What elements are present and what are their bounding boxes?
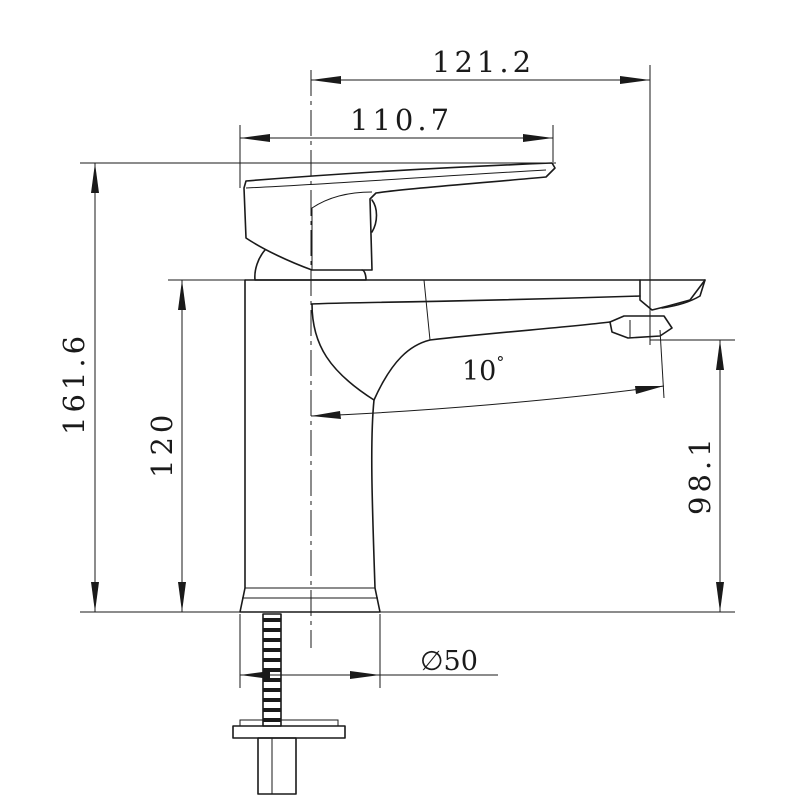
dimension-spout-angle: 10° [310, 353, 665, 419]
mounting-hardware [232, 613, 346, 795]
dimension-label-overall-reach: 121.2 [432, 45, 535, 79]
hose-connector [257, 737, 297, 795]
aerator-nozzle [609, 315, 673, 339]
dimension-label-overall-height: 161.6 [57, 332, 91, 435]
spout-angle-value: 10 [462, 356, 496, 387]
dimension-label-spout-angle: 10° [462, 353, 504, 387]
aerator [639, 279, 706, 311]
dimension-label-base-diameter: ∅50 [420, 646, 478, 677]
diameter-symbol: ∅ [420, 646, 444, 677]
dimension-body-height: 120 [145, 280, 186, 612]
base-diameter-value: 50 [444, 646, 478, 677]
dimension-label-outlet-height: 98.1 [683, 434, 717, 515]
faucet-outline [239, 162, 706, 613]
handle-lever [243, 162, 556, 271]
thread-marks [263, 618, 281, 722]
dimension-handle-length: 110.7 [240, 103, 553, 142]
spout-underside [311, 303, 611, 401]
dimension-label-body-height: 120 [145, 411, 179, 478]
handle-joint [311, 191, 373, 270]
mounting-plate-inner [239, 719, 339, 727]
cartridge-cap [254, 249, 367, 281]
dimension-overall-height: 161.6 [57, 163, 99, 612]
spout-inner [311, 295, 641, 305]
extension-lines [80, 65, 735, 688]
handle-pivot [371, 199, 378, 233]
dimension-overall-reach: 121.2 [311, 45, 650, 84]
body-column [239, 279, 381, 613]
degree-symbol: ° [496, 353, 504, 372]
handle-lever-edge [245, 169, 547, 189]
spout-top [244, 279, 706, 309]
dimension-base-diameter: ∅50 [240, 646, 498, 679]
mounting-plate [232, 725, 346, 739]
dimension-label-handle-length: 110.7 [350, 103, 453, 137]
spout-seam [423, 279, 431, 341]
dimension-outlet-height: 98.1 [683, 340, 724, 612]
